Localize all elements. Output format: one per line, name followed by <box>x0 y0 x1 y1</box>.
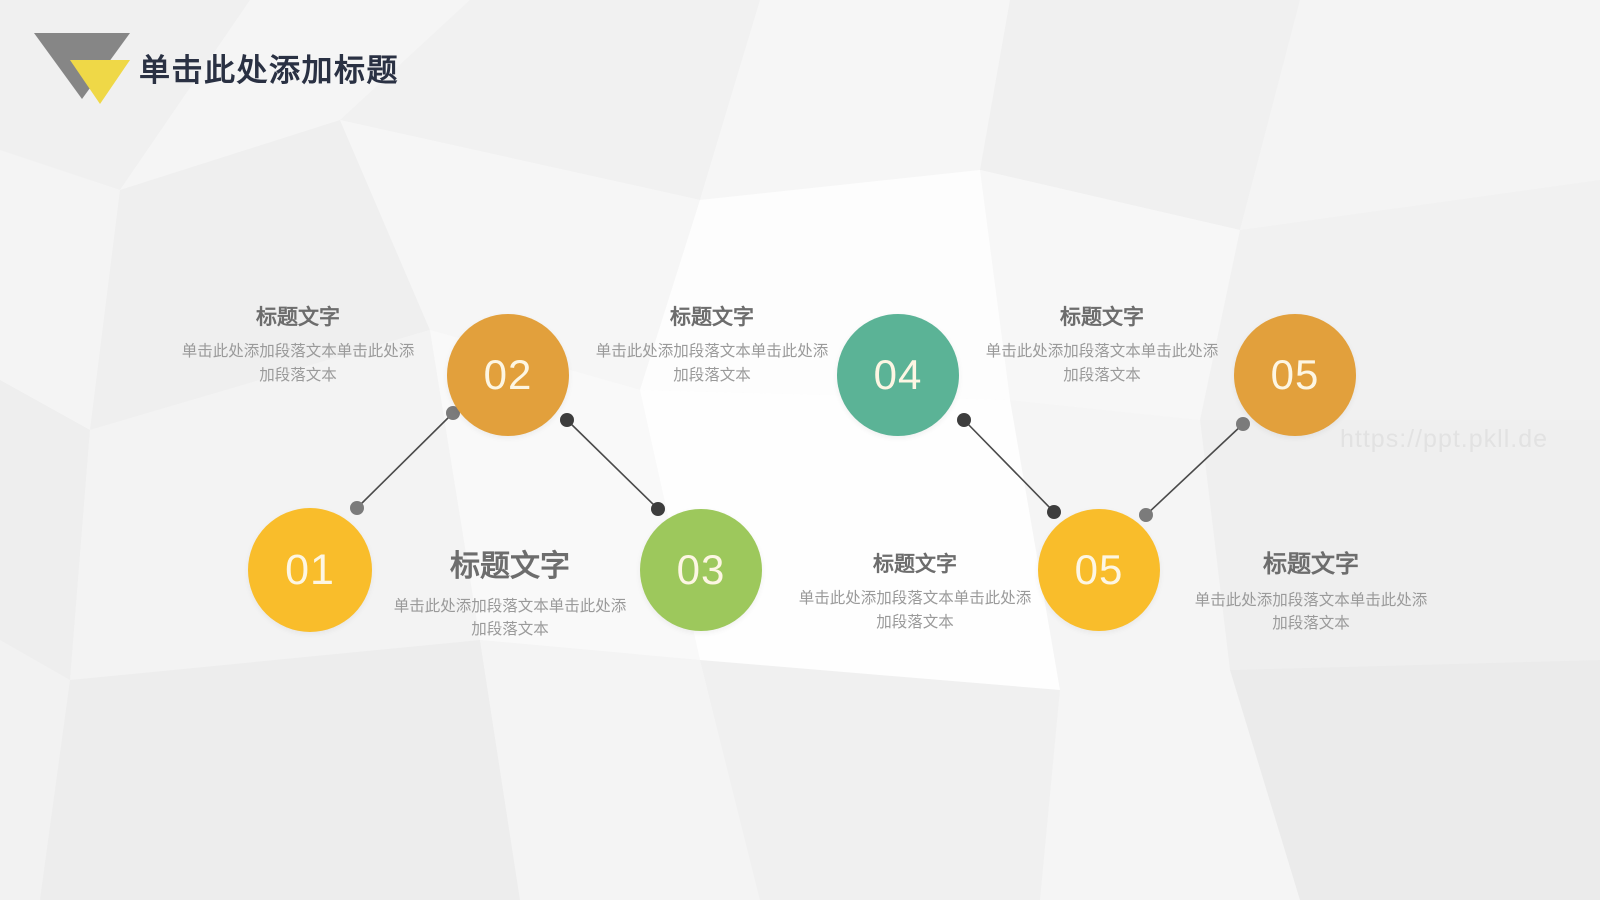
node-circle-04[interactable]: 04 <box>837 314 959 436</box>
page-title: 单击此处添加标题 <box>139 53 399 88</box>
node-title: 标题文字 <box>670 306 754 329</box>
text-group: 标题文字单击此处添加段落文本单击此处添加段落文本 <box>178 305 418 387</box>
node-number-label: 05 <box>1270 351 1320 398</box>
node-circle-01[interactable]: 01 <box>248 508 372 632</box>
logo <box>34 33 134 105</box>
slide-header: 单击此处添加标题 <box>0 0 1600 130</box>
node-number-label: 02 <box>483 351 533 398</box>
node-number-label: 01 <box>285 545 335 594</box>
node-title: 标题文字 <box>1263 551 1359 578</box>
node-circle-02[interactable]: 02 <box>447 314 569 436</box>
node-circle-05[interactable]: 05 <box>1234 314 1356 436</box>
node-title: 标题文字 <box>256 306 340 329</box>
node-circle-05[interactable]: 05 <box>1038 509 1160 631</box>
text-group: 标题文字单击此处添加段落文本单击此处添加段落文本 <box>982 305 1222 387</box>
node-body-text: 单击此处添加段落文本单击此处添加段落文本 <box>393 597 627 638</box>
node-number-label: 03 <box>676 546 726 593</box>
node-body-text: 单击此处添加段落文本单击此处添加段落文本 <box>595 343 829 384</box>
text-group: 标题文字单击此处添加段落文本单击此处添加段落文本 <box>390 548 630 641</box>
watermark-url: https://ppt.pkll.de <box>1340 425 1549 453</box>
node-number-label: 04 <box>873 351 923 398</box>
node-title: 标题文字 <box>1060 306 1144 329</box>
text-group: 标题文字单击此处添加段落文本单击此处添加段落文本 <box>1190 550 1432 636</box>
node-title: 标题文字 <box>450 550 570 583</box>
node-circle-03[interactable]: 03 <box>640 509 762 631</box>
node-body-text: 单击此处添加段落文本单击此处添加段落文本 <box>985 343 1219 384</box>
text-group: 标题文字单击此处添加段落文本单击此处添加段落文本 <box>592 305 832 387</box>
node-body-text: 单击此处添加段落文本单击此处添加段落文本 <box>798 590 1032 631</box>
node-title: 标题文字 <box>873 553 957 576</box>
node-body-text: 单击此处添加段落文本单击此处添加段落文本 <box>1194 592 1428 633</box>
node-number-label: 05 <box>1074 546 1124 593</box>
triangle-yellow-icon <box>70 60 130 104</box>
text-group: 标题文字单击此处添加段落文本单击此处添加段落文本 <box>795 552 1035 634</box>
node-body-text: 单击此处添加段落文本单击此处添加段落文本 <box>181 343 415 384</box>
